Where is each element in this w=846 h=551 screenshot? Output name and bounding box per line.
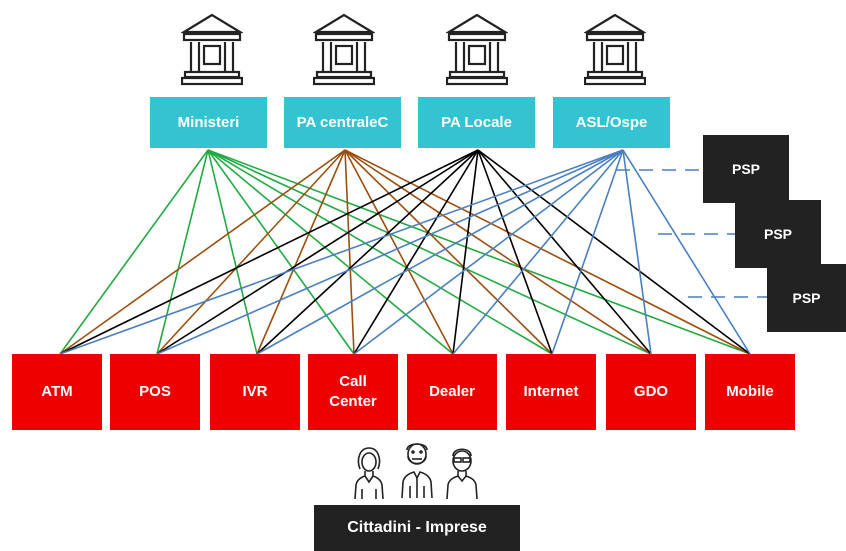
channel-internet: Internet xyxy=(506,354,596,430)
edge-asl-ospe xyxy=(452,149,624,355)
edge-asl-ospe xyxy=(156,149,624,355)
edge-pa-centrale xyxy=(344,149,553,355)
citizens-businesses-box: Cittadini - Imprese xyxy=(314,505,520,551)
footer-label: Cittadini - Imprese xyxy=(347,519,487,536)
edge-pa-centrale xyxy=(59,149,346,355)
government-building-icon xyxy=(181,13,243,86)
edge-pa-locale xyxy=(477,149,553,355)
edge-ministeri xyxy=(207,149,355,355)
channel-pos: POS xyxy=(110,354,200,430)
psp-box: PSP xyxy=(767,264,846,332)
channel-mobile: Mobile xyxy=(705,354,795,430)
woman-icon xyxy=(354,447,384,500)
psp-label: PSP xyxy=(763,226,792,242)
edge-pa-locale xyxy=(353,149,479,355)
edge-pa-locale xyxy=(256,149,479,355)
government-building-icon xyxy=(584,13,646,86)
edge-ministeri xyxy=(207,149,258,355)
channel-label: IVR xyxy=(242,383,268,400)
channel-dealer: Dealer xyxy=(407,354,497,430)
edge-asl-ospe xyxy=(256,149,624,355)
edge-ministeri xyxy=(207,149,553,355)
edge-asl-ospe xyxy=(551,149,624,355)
channel-gdo: GDO xyxy=(606,354,696,430)
institution-pa-locale: PA Locale xyxy=(418,97,535,148)
channel-label: Call xyxy=(339,373,367,390)
edge-ministeri xyxy=(207,149,652,355)
bearded-man-icon xyxy=(401,443,433,499)
psp-box: PSP xyxy=(735,200,821,268)
edge-asl-ospe xyxy=(622,149,751,355)
channel-atm: ATM xyxy=(12,354,102,430)
institution-label: Ministeri xyxy=(177,114,240,131)
edge-ministeri xyxy=(156,149,209,355)
channel-label: ATM xyxy=(41,383,73,400)
edge-pa-centrale xyxy=(344,149,652,355)
psp-label: PSP xyxy=(792,290,821,306)
edge-pa-locale xyxy=(477,149,652,355)
channel-label: Dealer xyxy=(429,383,475,400)
institution-ministeri: Ministeri xyxy=(150,97,267,148)
edge-pa-centrale xyxy=(256,149,346,355)
edge-pa-locale xyxy=(477,149,751,355)
edge-pa-centrale xyxy=(344,149,355,355)
edge-asl-ospe xyxy=(622,149,652,355)
channel-label: Internet xyxy=(523,383,579,400)
edge-pa-centrale xyxy=(344,149,751,355)
psp-box: PSP xyxy=(703,135,789,203)
institution-label: PA centraleC xyxy=(296,114,389,131)
institution-label: PA Locale xyxy=(441,114,512,131)
channel-label-line2: Center xyxy=(329,393,377,410)
institution-label: ASL/Ospe xyxy=(575,114,648,131)
edge-pa-centrale xyxy=(344,149,454,355)
edge-pa-locale xyxy=(59,149,479,355)
edge-ministeri xyxy=(207,149,454,355)
channel-label: GDO xyxy=(633,383,669,400)
psp-label: PSP xyxy=(731,161,760,177)
institution-asl-ospe: ASL/Ospe xyxy=(553,97,670,148)
channel-label: POS xyxy=(139,383,171,400)
edge-pa-locale xyxy=(156,149,479,355)
edge-pa-centrale xyxy=(156,149,346,355)
channel-label: Mobile xyxy=(726,383,774,400)
channel-ivr: IVR xyxy=(210,354,300,430)
edge-ministeri xyxy=(59,149,209,355)
young-man-icon xyxy=(446,448,478,500)
edge-asl-ospe xyxy=(59,149,624,355)
government-building-icon xyxy=(313,13,375,86)
government-building-icon xyxy=(446,13,508,86)
edge-asl-ospe xyxy=(353,149,624,355)
edge-pa-locale xyxy=(452,149,479,355)
institution-pa-centrale: PA centraleC xyxy=(284,97,401,148)
